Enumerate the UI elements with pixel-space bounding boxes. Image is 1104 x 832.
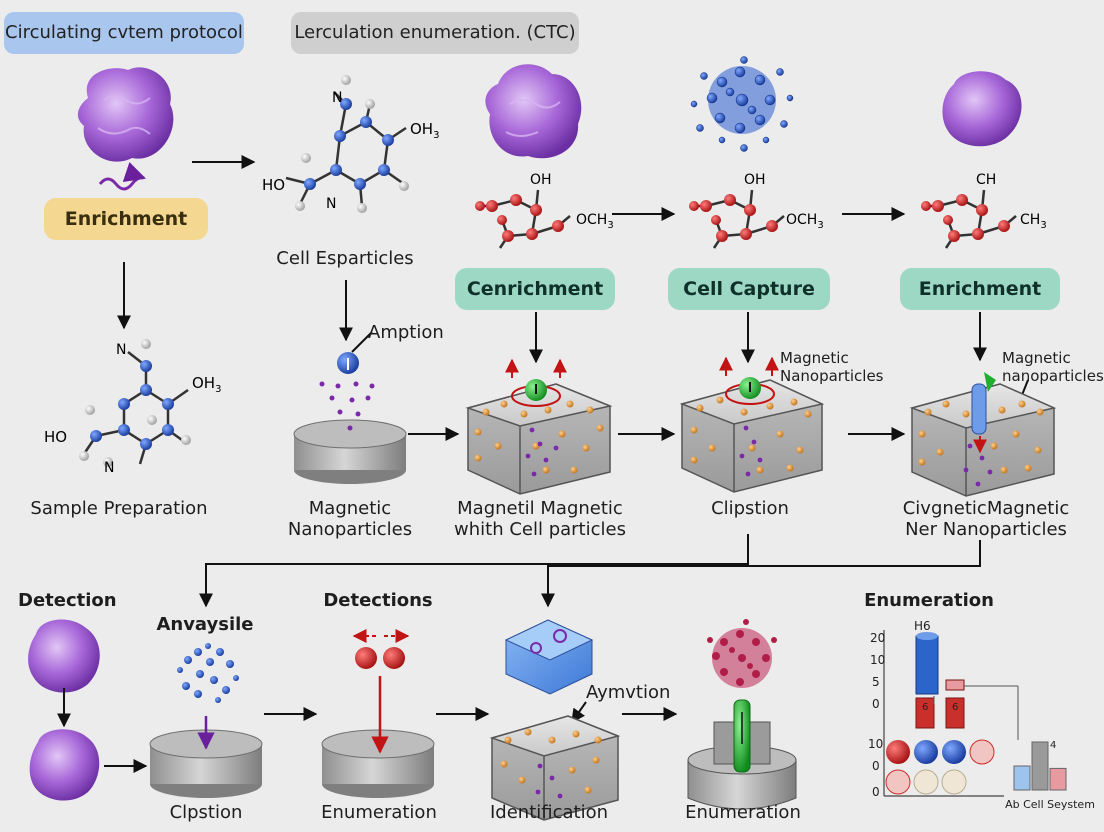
cell-bottom-left-1 bbox=[28, 619, 100, 693]
red-molecule-2 bbox=[689, 189, 785, 249]
mol-oh-1: OH bbox=[530, 172, 552, 188]
tick-5: 5 bbox=[872, 675, 880, 689]
enumeration-title-badge: Lerculation enumeration. (CTC) bbox=[291, 12, 579, 54]
cell-capture-badge: Cell Capture bbox=[668, 268, 830, 310]
label-clipstion-bottom: Clpstion bbox=[169, 802, 243, 823]
red-molecule-1 bbox=[475, 189, 571, 249]
red-molecule-3 bbox=[921, 189, 1017, 249]
label-magnetic: Magnetic bbox=[308, 498, 392, 519]
mol-oh-3: CH bbox=[976, 172, 997, 188]
mol-n-3: N bbox=[116, 342, 127, 358]
mark-2: 6 bbox=[952, 702, 958, 713]
label-civgnetic-2: Ner Nanoparticles bbox=[905, 519, 1067, 540]
mol-n-2: N bbox=[326, 196, 337, 212]
tick-b0b: 0 bbox=[872, 785, 880, 799]
tick-b0a: 0 bbox=[872, 759, 880, 773]
magnetic-box-2 bbox=[679, 356, 825, 493]
top-marker: H6 bbox=[914, 619, 931, 633]
protein-cluster-top bbox=[690, 56, 794, 152]
enrichment-badge-2: Enrichment bbox=[900, 268, 1060, 310]
label-enumeration-1: Enumeration bbox=[321, 802, 437, 823]
legend-bar-1 bbox=[1013, 765, 1031, 791]
molecule-top-left-atoms bbox=[304, 98, 394, 190]
label-magnetic-cell-1: Magnetil Magnetic bbox=[457, 498, 623, 519]
cell-top-middle bbox=[485, 64, 582, 159]
enumeration-graphic bbox=[687, 619, 797, 810]
mol-ch3-1: OCH3 bbox=[576, 212, 614, 231]
cell-bottom-left-2 bbox=[29, 729, 100, 801]
label-sample-preparation: Sample Preparation bbox=[30, 498, 208, 519]
purple-particles bbox=[525, 425, 993, 487]
cell-top-left bbox=[77, 67, 174, 162]
label-identification: Identification bbox=[489, 802, 609, 823]
mol-oh-2: OH bbox=[744, 172, 766, 188]
protocol-title-badge: Circulating cvtem protocol bbox=[4, 12, 244, 54]
mol-ho-1: HO bbox=[262, 176, 286, 194]
label-detections: Detections bbox=[323, 590, 433, 611]
note-magnetic-2: Magnetic bbox=[1002, 349, 1071, 367]
label-nanoparticles: Nanoparticles bbox=[287, 519, 413, 540]
label-enumeration-title: Enumeration bbox=[864, 590, 994, 611]
mark-3: 4 bbox=[1050, 740, 1056, 751]
note-nanoparticles-1: Nanoparticles bbox=[780, 367, 884, 385]
legend-bar-3 bbox=[1049, 767, 1067, 791]
mol-oh3-2: OH3 bbox=[192, 374, 222, 395]
label-cell-esparticles: Cell Esparticles bbox=[276, 248, 414, 269]
mark-1: 6 bbox=[922, 702, 928, 713]
legend-bars bbox=[1013, 741, 1067, 791]
tick-0: 0 bbox=[872, 697, 880, 711]
note-nanoparticles-2: nanoparticles bbox=[1002, 367, 1104, 385]
mol-n-4: N bbox=[104, 460, 115, 476]
legend-bar-2 bbox=[1031, 741, 1049, 791]
mol-oh3-1: OH3 bbox=[410, 120, 440, 141]
flow-arrows bbox=[57, 155, 1029, 773]
label-anvaysile: Anvaysile bbox=[156, 614, 254, 635]
chart-legend-label: Ab Cell Seystem bbox=[1005, 798, 1095, 811]
tick-10: 10 bbox=[870, 653, 885, 667]
note-magnetic-1: Magnetic bbox=[780, 349, 849, 367]
magnetic-box-3 bbox=[909, 372, 1057, 497]
cenrichment-badge: Cenrichment bbox=[455, 268, 615, 310]
magnetic-box-1 bbox=[465, 358, 613, 495]
identification-graphic bbox=[489, 619, 621, 821]
dish-amption bbox=[293, 352, 407, 484]
mol-ch3-3: CH3 bbox=[1020, 212, 1047, 231]
label-aymvtion: Aymvtion bbox=[586, 682, 671, 703]
dish-clipstion bbox=[149, 716, 263, 798]
enrichment-badge: Enrichment bbox=[44, 198, 208, 240]
tick-b10: 10 bbox=[868, 737, 883, 751]
squiggle-arrow bbox=[98, 162, 146, 191]
protein-cluster-bottom bbox=[177, 643, 239, 703]
label-detection: Detection bbox=[18, 590, 117, 611]
mol-ch3-2: OCH3 bbox=[786, 212, 824, 231]
molecule-top-left-h bbox=[295, 75, 409, 213]
label-amption: Amption bbox=[368, 322, 444, 343]
mol-n-1: N bbox=[332, 90, 343, 106]
tick-20: 20 bbox=[870, 631, 885, 645]
label-enumeration-2: Enumeration bbox=[685, 802, 801, 823]
label-civgnetic-1: CivgneticMagnetic bbox=[902, 498, 1070, 519]
mol-ho-2: HO bbox=[44, 428, 68, 446]
detections-graphic bbox=[321, 629, 435, 798]
label-clipstion-top: Clipstion bbox=[711, 498, 789, 519]
cell-top-right bbox=[942, 71, 1022, 147]
label-magnetic-cell-2: whith Cell particles bbox=[454, 519, 626, 540]
molecule-middle-left-h bbox=[79, 339, 191, 467]
orange-particles bbox=[474, 396, 1044, 474]
molecule-middle-left-atoms bbox=[90, 360, 174, 450]
mini-chart: 20 10 5 0 10 0 0 H6 bbox=[868, 619, 1067, 799]
